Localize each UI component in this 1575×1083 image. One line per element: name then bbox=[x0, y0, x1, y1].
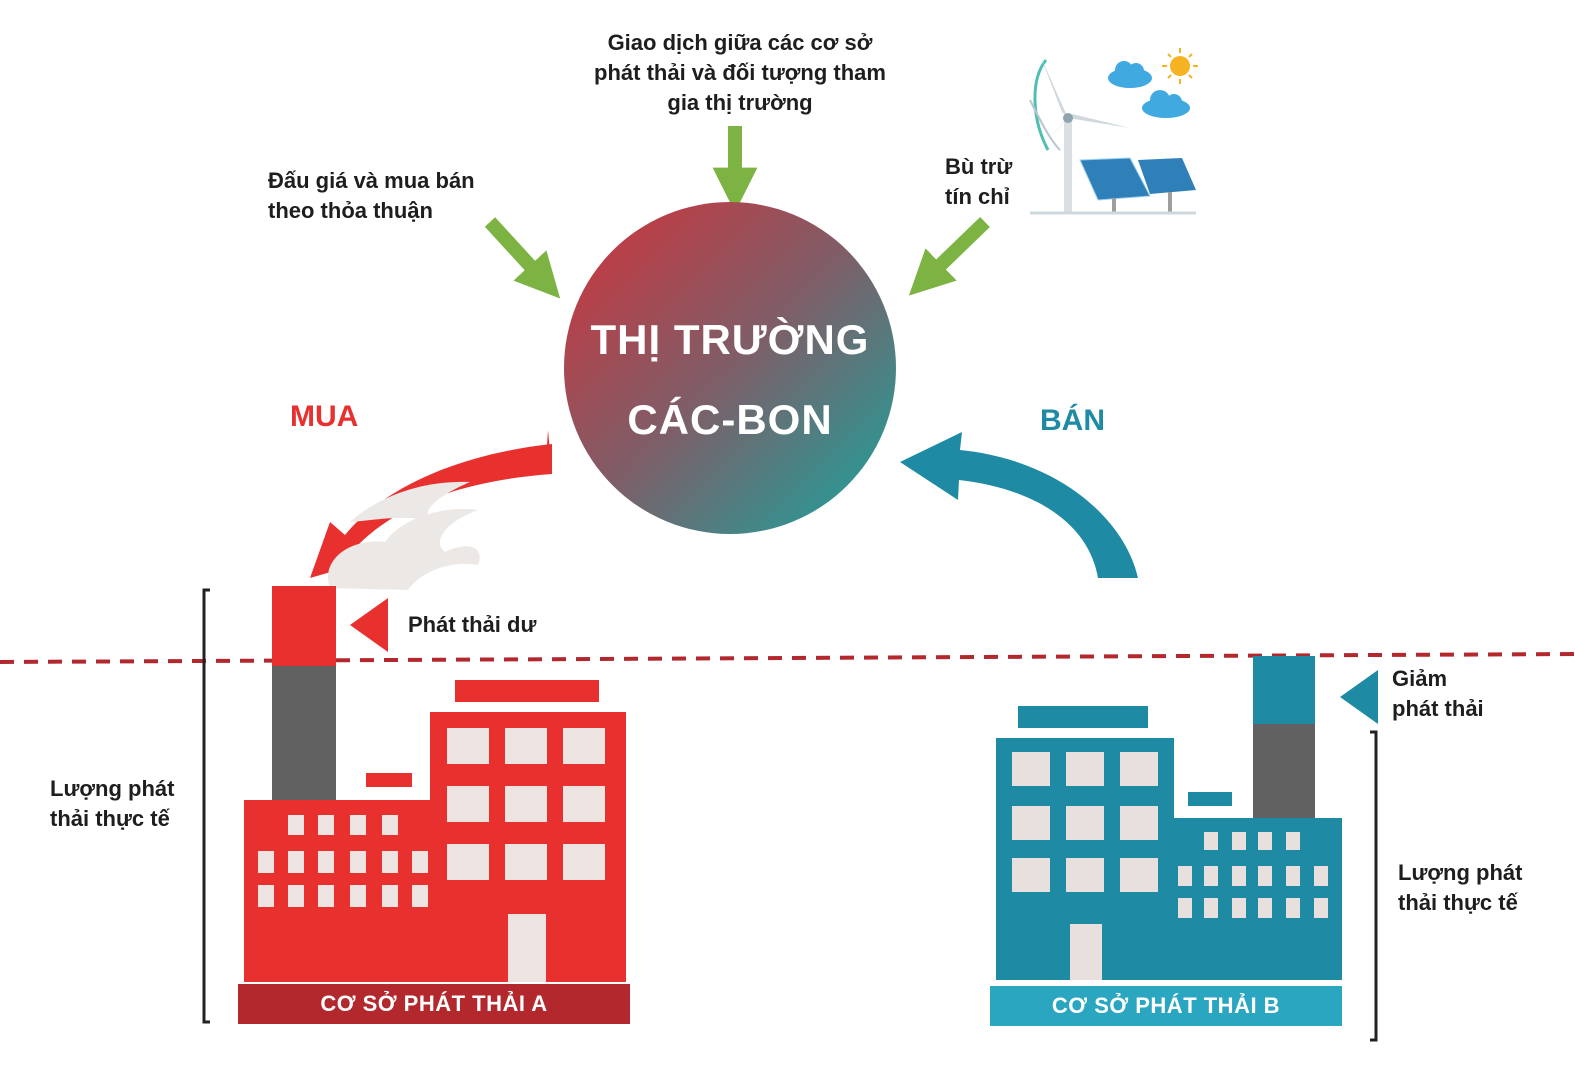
emission-cap-line bbox=[0, 652, 1575, 664]
factory-a-banner-bg bbox=[238, 984, 630, 1024]
factory-a bbox=[238, 586, 630, 1024]
center-title-line2: CÁC-BON bbox=[627, 396, 833, 443]
wind-turbine-icon bbox=[1029, 55, 1130, 212]
factory-b bbox=[990, 656, 1342, 1026]
left-label-line2: theo thỏa thuận bbox=[268, 198, 433, 223]
bracket-right bbox=[1370, 730, 1378, 1042]
reduction-label-line1: Giảm bbox=[1392, 666, 1448, 691]
bracket-left bbox=[202, 588, 210, 1024]
factory-b-name: CƠ SỞ PHÁT THẢI B bbox=[1051, 993, 1281, 1018]
buy-label: MUA bbox=[290, 400, 359, 433]
actual-emission-right-label: Lượng phát thải thực tế bbox=[1398, 858, 1522, 918]
input-arrows bbox=[484, 126, 990, 299]
buy-arrow bbox=[310, 430, 552, 578]
arrow-left bbox=[484, 217, 561, 299]
factory-b-banner-bg bbox=[990, 986, 1342, 1026]
left-label: Đấu giá và mua bán theo thỏa thuận bbox=[268, 166, 475, 226]
right-label-line1: Bù trừ bbox=[945, 154, 1013, 179]
actual-emission-left-label: Lượng phát thải thực tế bbox=[50, 774, 174, 834]
excess-emission-label: Phát thải dư bbox=[408, 612, 537, 637]
actual-left-line2: thải thực tế bbox=[50, 806, 170, 831]
factory-a-name: CƠ SỞ PHÁT THẢI A bbox=[320, 991, 548, 1016]
cloud-icon bbox=[1108, 61, 1190, 118]
reduction-label-line2: phát thải bbox=[1392, 696, 1484, 721]
actual-right-line2: thải thực tế bbox=[1398, 890, 1518, 915]
sun-icon bbox=[1162, 48, 1198, 84]
sell-label: BÁN bbox=[1040, 404, 1105, 437]
right-label: Bù trừ tín chỉ bbox=[945, 152, 1012, 212]
left-label-line1: Đấu giá và mua bán bbox=[268, 168, 475, 193]
top-label-line1: Giao dịch giữa các cơ sở bbox=[607, 30, 873, 55]
actual-right-line1: Lượng phát bbox=[1398, 860, 1523, 885]
actual-left-line1: Lượng phát bbox=[50, 776, 175, 801]
excess-pointer bbox=[350, 598, 388, 652]
carbon-market-circle bbox=[564, 202, 896, 534]
center-title-line1: THỊ TRƯỜNG bbox=[590, 316, 870, 363]
reduction-pointer bbox=[1340, 670, 1378, 724]
right-label-line2: tín chỉ bbox=[945, 184, 1010, 209]
top-label: Giao dịch giữa các cơ sở phát thải và đố… bbox=[560, 28, 920, 118]
smoke-icon bbox=[328, 481, 480, 590]
top-label-line2: phát thải và đối tượng tham bbox=[594, 60, 886, 85]
top-label-line3: gia thị trường bbox=[667, 90, 813, 115]
reduction-label: Giảm phát thải bbox=[1392, 664, 1484, 724]
center-title: THỊ TRƯỜNG CÁC-BON bbox=[560, 300, 900, 460]
arrow-right bbox=[908, 216, 990, 296]
sell-arrow bbox=[900, 432, 1138, 578]
solar-panel-icon bbox=[1079, 157, 1196, 212]
renewable-energy-illustration bbox=[1029, 48, 1198, 215]
